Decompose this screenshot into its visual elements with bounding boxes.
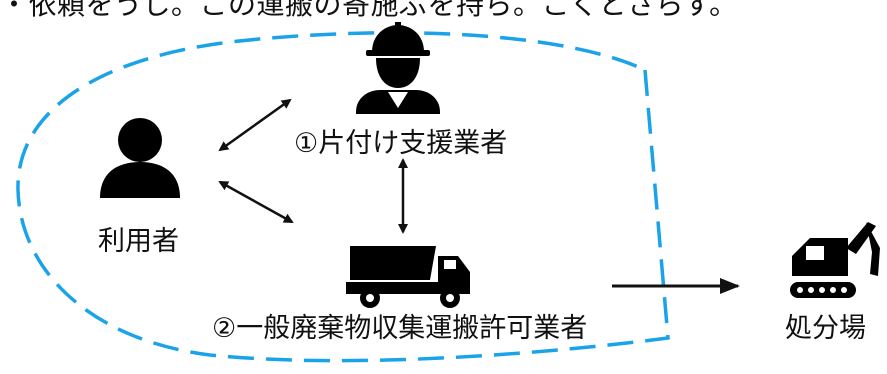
construction-worker-icon [356,22,440,114]
label-support-contractor: ①片付け支援業者 [294,128,508,159]
arrow-user-hauler [218,180,294,224]
label-waste-hauler: ②一般廃棄物収集運搬許可業者 [212,313,588,344]
arrow-user-support [218,98,292,152]
header-partial-text: ・依頼をうし。この運搬の寄施ぶを持ら。こくとさらす。 [0,0,738,21]
excavator-icon [790,222,880,298]
label-user: 利用者 [98,226,179,257]
person-icon [100,118,180,198]
dump-truck-icon [346,246,470,308]
label-disposal-site: 処分場 [785,313,866,344]
